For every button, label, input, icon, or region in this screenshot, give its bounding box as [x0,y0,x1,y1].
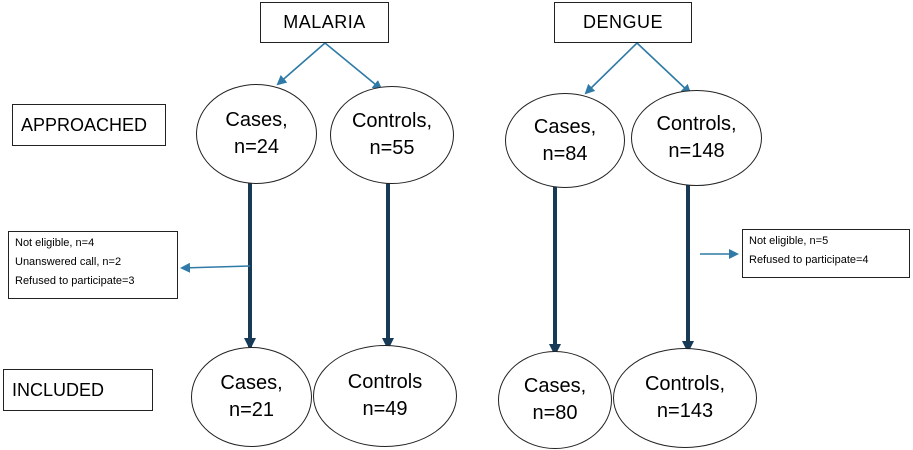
included-stage-label: INCLUDED [3,369,153,411]
malaria-to-cases-arrow [276,42,326,86]
dengue-to-cases-arrow [584,42,638,95]
malaria-included-cases-label: Cases, [220,372,283,394]
dengue-included-cases-count: n=80 [532,402,578,424]
malaria-approached-controls: Controls, n=55 [330,86,454,184]
dengue-approached-cases-count: n=84 [542,142,588,165]
malaria-exclusion-refused: Refused to participate=3 [15,275,135,287]
malaria-exclusion-not-eligible: Not eligible, n=4 [15,237,95,249]
malaria-approached-controls-label: Controls, [351,110,433,132]
dengue-exclusion-not-eligible: Not eligible, n=5 [749,235,829,247]
malaria-approached-cases-label: Cases, [225,109,288,131]
malaria-approached-cases-count: n=24 [233,136,280,158]
malaria-included-controls-count: n=49 [362,398,408,420]
dengue-included-cases-label: Cases, [523,375,587,397]
dengue-approached-controls: Controls, n=148 [631,90,762,186]
malaria-included-cases: Cases, n=21 [191,347,312,447]
dengue-approached-cases: Cases, n=84 [505,93,625,188]
malaria-included-controls-label: Controls [347,371,423,393]
malaria-exclusion-unanswered: Unanswered call, n=2 [15,256,122,268]
malaria-to-controls-arrow [324,42,383,91]
malaria-included-controls: Controls n=49 [313,345,457,447]
malaria-included-cases-count: n=21 [228,399,275,421]
dengue-included-controls-label: Controls, [644,373,726,395]
dengue-to-controls-arrow [636,42,692,95]
dengue-included-controls-count: n=143 [656,400,714,422]
malaria-header: MALARIA [260,2,389,43]
malaria-exclusion-arrow [180,262,251,273]
malaria-approached-controls-count: n=55 [369,137,415,159]
dengue-approached-controls-count: n=148 [668,140,725,162]
dengue-approached-cases-label: Cases, [533,115,597,138]
dengue-exclusion-refused: Refused to participate=4 [749,254,869,266]
malaria-approached-cases: Cases, n=24 [196,84,317,184]
dengue-included-controls: Controls, n=143 [613,348,757,448]
dengue-included-cases: Cases, n=80 [498,351,612,449]
dengue-approached-controls-label: Controls, [656,113,737,135]
approached-stage-label: APPROACHED [12,104,166,146]
malaria-exclusion-box: Not eligible, n=4 Unanswered call, n=2 R… [8,231,178,299]
dengue-exclusion-box: Not eligible, n=5 Refused to participate… [742,229,910,278]
dengue-header: DENGUE [554,2,692,43]
